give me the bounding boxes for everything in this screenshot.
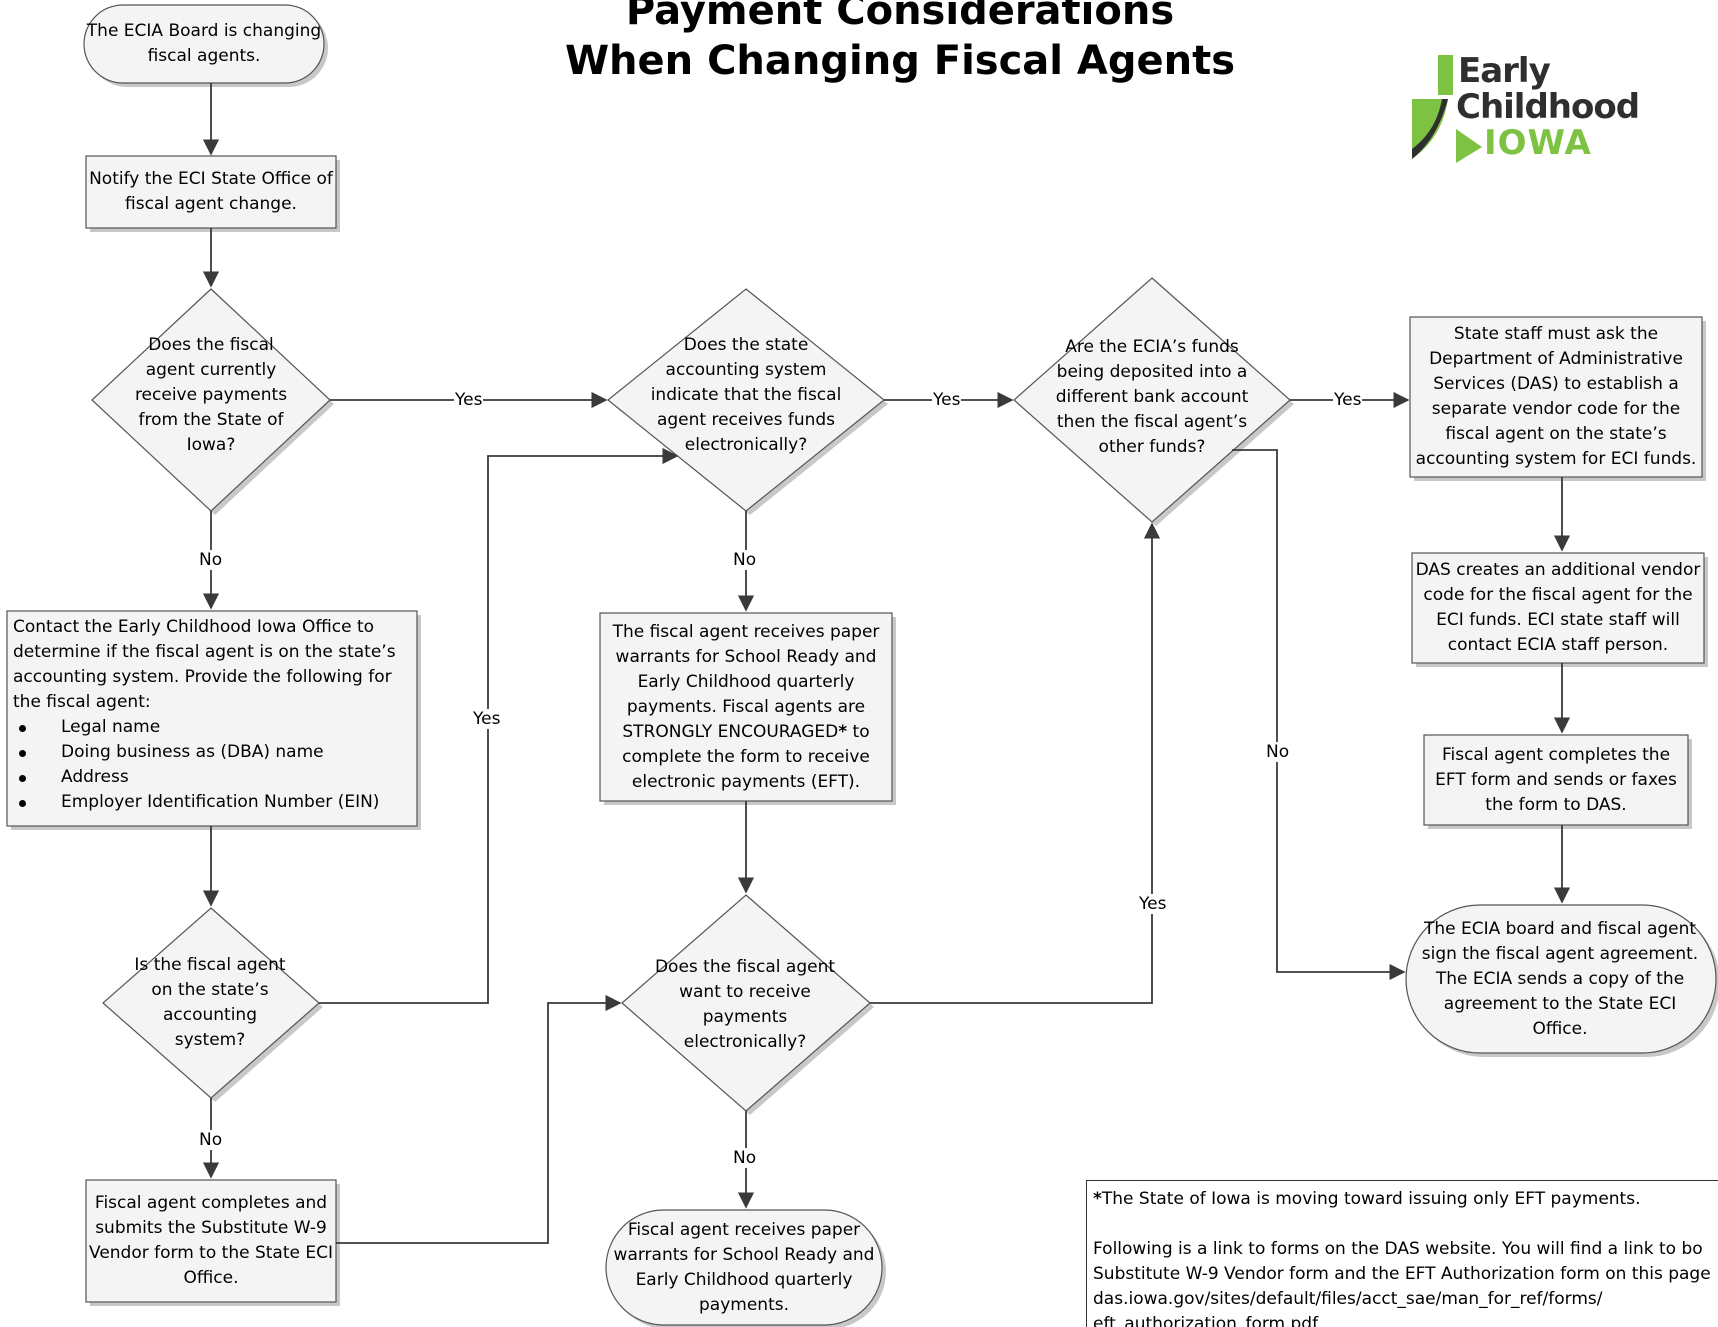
paper-warrants-text: The fiscal agent receives paper warrants…	[612, 621, 880, 742]
decision-different-bank: Are the ECIA’s funds being deposited int…	[1052, 310, 1252, 485]
logo-leaf-icon	[1412, 55, 1482, 163]
paper-warrants-box: The fiscal agent receives paper warrants…	[600, 613, 892, 801]
decision-want-text: Does the fiscal agent want to receive pa…	[654, 957, 836, 1052]
footnote-line-5: eft_authorization_form.pdf	[1093, 1314, 1319, 1327]
title-line-2: When Changing Fiscal Agents	[564, 38, 1236, 84]
contact-box-shape	[6, 610, 418, 827]
eft-form-text: Fiscal agent completes the EFT form and …	[1435, 744, 1677, 815]
label-yes-bank: Yes	[1333, 390, 1363, 410]
label-no-want: No	[732, 1148, 758, 1168]
das-creates-vendor-code-box: DAS creates an additional vendor code fo…	[1412, 553, 1704, 663]
label-yes-want: Yes	[1138, 894, 1168, 914]
label-yes-on-system: Yes	[472, 709, 502, 729]
paper-warrants-box-shape	[599, 612, 893, 802]
w9-text: Fiscal agent completes and submits the S…	[89, 1193, 333, 1288]
w9-box-shape	[85, 1179, 337, 1303]
contact-item-dba-name: Doing business as (DBA) name	[13, 740, 411, 765]
label-yes-receive: Yes	[454, 390, 484, 410]
footnote-line-2: Following is a link to forms on the DAS …	[1093, 1239, 1703, 1259]
logo-word-childhood: Childhood	[1456, 87, 1640, 127]
end-sign-agreement-terminal: The ECIA board and fiscal agent sign the…	[1420, 905, 1700, 1053]
notify-box-shape	[85, 155, 337, 229]
state-staff-text: State staff must ask the Department of A…	[1415, 324, 1697, 469]
contact-item-legal-name: Legal name	[13, 715, 411, 740]
state-staff-das-box: State staff must ask the Department of A…	[1410, 317, 1702, 477]
edge-want-yes	[870, 522, 1161, 1004]
das-creates-box-shape	[1411, 552, 1705, 664]
decision-receive-payments: Does the fiscal agent currently receive …	[132, 320, 290, 470]
start-terminal: The ECIA Board is changing fiscal agents…	[84, 5, 324, 83]
contact-item-ein: Employer Identification Number (EIN)	[13, 790, 411, 815]
logo-word-early: Early	[1458, 51, 1551, 91]
edge-bank-no	[1232, 449, 1406, 981]
contact-item-address: Address	[13, 765, 411, 790]
notify-state-office-box: Notify the ECI State Office of fiscal ag…	[86, 156, 336, 228]
eft-form-box-shape	[1423, 734, 1689, 826]
label-no-electronic: No	[732, 550, 758, 570]
decision-receive-text: Does the fiscal agent currently receive …	[134, 334, 288, 455]
label-yes-electronic: Yes	[932, 390, 962, 410]
eft-footnote-box: *The State of Iowa is moving toward issu…	[1086, 1180, 1718, 1327]
end-paper-text: Fiscal agent receives paper warrants for…	[613, 1219, 875, 1315]
decision-want-electronic: Does the fiscal agent want to receive pa…	[650, 950, 840, 1060]
title-line-1: Payment Considerations	[625, 0, 1175, 34]
end-sign-text: The ECIA board and fiscal agent sign the…	[1421, 918, 1699, 1039]
end-sign-terminal-shape	[1405, 904, 1717, 1054]
decision-on-accounting-system: Is the fiscal agent on the state’s accou…	[130, 948, 290, 1058]
notify-text: Notify the ECI State Office of fiscal ag…	[89, 169, 333, 214]
decision-electronic-text: Does the state accounting system indicat…	[650, 334, 842, 455]
label-no-bank: No	[1265, 742, 1291, 762]
edge-w9-to-want	[336, 994, 622, 1244]
footnote-line-4: das.iowa.gov/sites/default/files/acct_sa…	[1093, 1289, 1603, 1309]
contact-eci-office-box: Contact the Early Childhood Iowa Office …	[7, 611, 417, 826]
end-paper-warrants-terminal: Fiscal agent receives paper warrants for…	[612, 1210, 876, 1325]
label-no-on-system: No	[198, 1130, 224, 1150]
decision-receives-electronically: Does the state accounting system indicat…	[642, 330, 850, 460]
footnote-line-1: The State of Iowa is moving toward issui…	[1101, 1189, 1641, 1209]
page-title: Payment Considerations When Changing Fis…	[560, 0, 1240, 84]
das-creates-text: DAS creates an additional vendor code fo…	[1415, 560, 1701, 655]
start-text: The ECIA Board is changing fiscal agents…	[86, 21, 322, 66]
end-paper-terminal-shape	[605, 1209, 883, 1326]
w9-form-box: Fiscal agent completes and submits the S…	[86, 1180, 336, 1302]
label-no-receive: No	[198, 550, 224, 570]
decision-bank-shape	[1013, 277, 1291, 523]
state-staff-box-shape	[1409, 316, 1703, 478]
decision-bank-text: Are the ECIA’s funds being deposited int…	[1055, 337, 1249, 457]
early-childhood-iowa-logo: Early Childhood IOWA	[1408, 51, 1653, 165]
eft-form-box: Fiscal agent completes the EFT form and …	[1424, 735, 1688, 825]
encouraged-asterisk: *	[838, 721, 848, 742]
footnote-line-3: Substitute W-9 Vendor form and the EFT A…	[1093, 1264, 1711, 1284]
start-terminal-shape	[83, 4, 325, 84]
paper-warrants-text-end: to complete the form to receive electron…	[622, 721, 870, 792]
decision-on-system-text: Is the fiscal agent on the state’s accou…	[134, 955, 286, 1050]
edge-on-system-yes	[319, 447, 679, 1004]
logo-word-iowa: IOWA	[1484, 123, 1592, 163]
footnote-asterisk: *	[1093, 1189, 1102, 1209]
contact-intro-text: Contact the Early Childhood Iowa Office …	[13, 617, 396, 712]
